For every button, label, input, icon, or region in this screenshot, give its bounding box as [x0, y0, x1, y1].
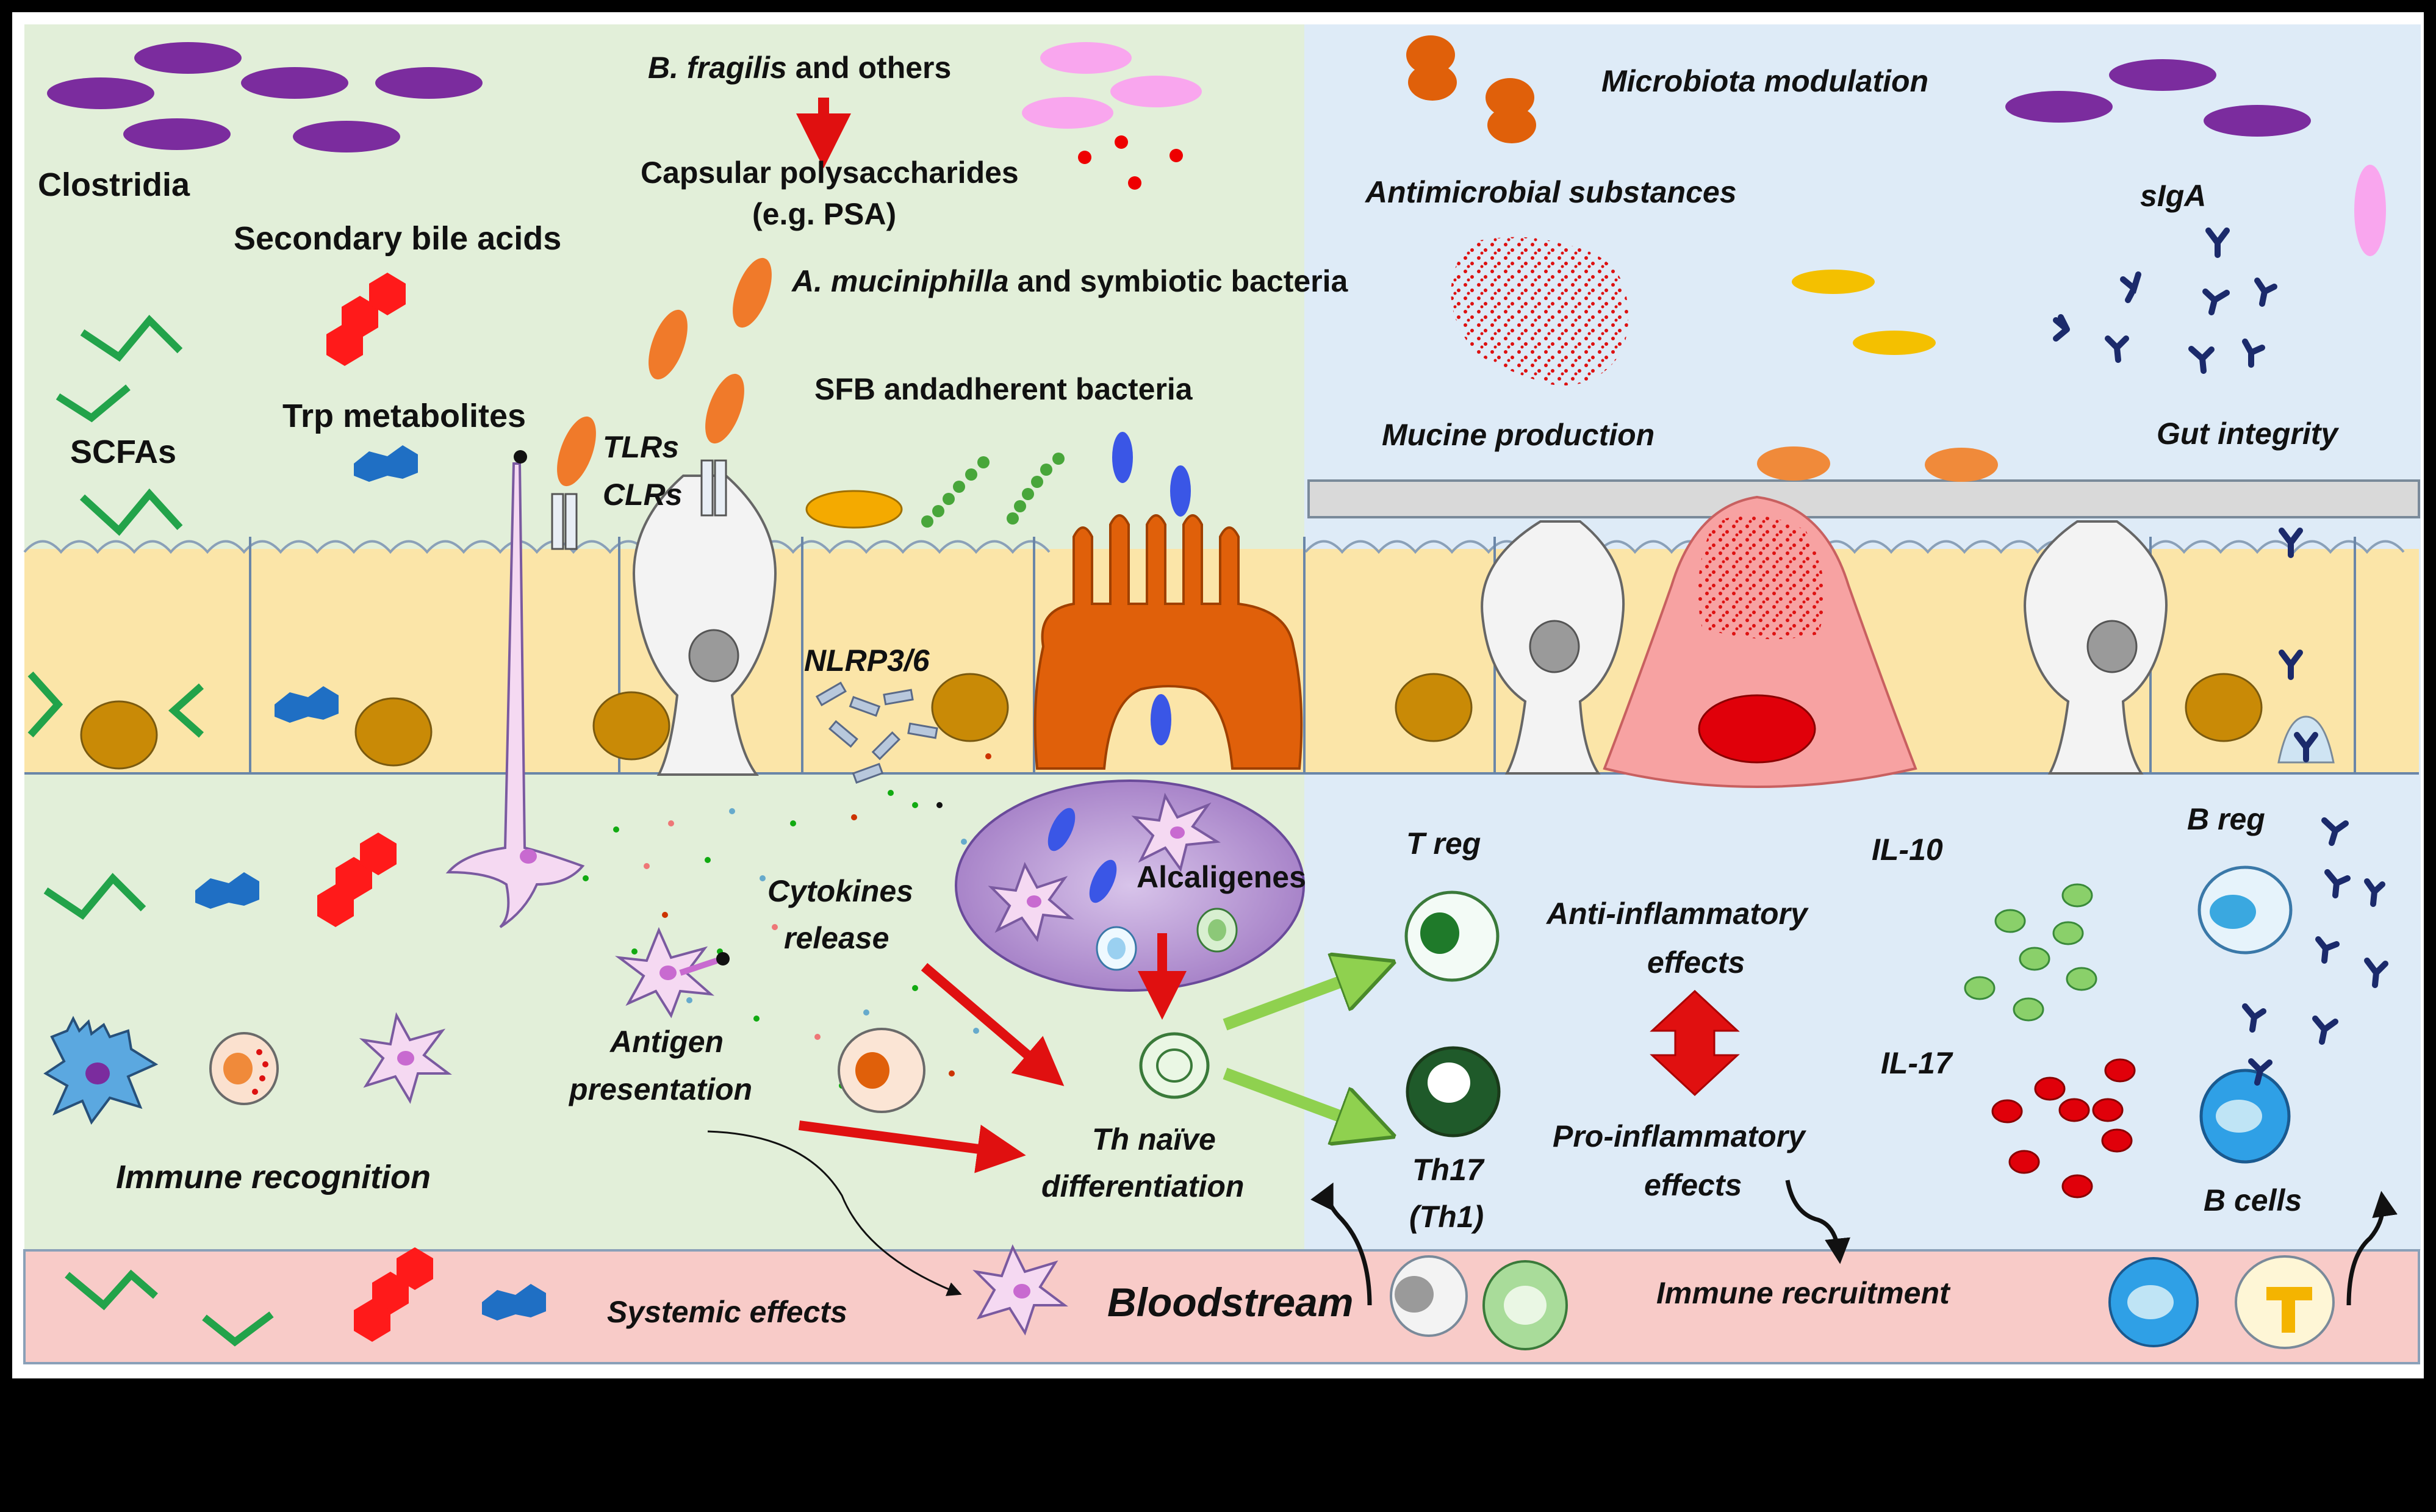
cytokines-release-label-2: release: [784, 921, 889, 955]
il10-label: IL-10: [1872, 833, 1943, 867]
scfa-icon: [27, 315, 274, 1347]
siga-label: sIgA: [2140, 179, 2206, 213]
lymphoid-follicle: [955, 779, 1305, 992]
nlrp-label: NLRP3/6: [804, 643, 930, 678]
transcytosis-antibody: [2277, 715, 2335, 764]
clostridia-bacteria: [47, 42, 2311, 152]
th-naive-label-2: differentiation: [1041, 1169, 1244, 1203]
anti-inflammatory-label: Anti-inflammatory: [1545, 897, 1809, 931]
il17-dots: [1991, 1058, 2136, 1198]
antigen-presentation-label: Antigen: [609, 1025, 724, 1059]
dendritic-cell-sampling: [445, 450, 585, 928]
migration-arrow: [707, 1130, 962, 1296]
antigen-particle: [716, 952, 730, 966]
siga-bacterium: [2354, 165, 2386, 256]
il17-label: IL-17: [1881, 1046, 1953, 1080]
naive-t-cell: [1139, 1032, 1210, 1099]
b-cells-label: B cells: [2204, 1183, 2302, 1217]
tlr-receptor: [551, 459, 727, 550]
gut-integrity-label: Gut integrity: [2157, 417, 2339, 451]
antigen-presentation-label-2: presentation: [568, 1072, 752, 1106]
alcaligenes-label: Alcaligenes: [1137, 860, 1306, 894]
microbiota-modulation-label: Microbiota modulation: [1601, 64, 1928, 98]
immune-recruitment-label: Immune recruitment: [1656, 1276, 1951, 1310]
filamentous-bacteria: [921, 453, 1065, 528]
sfb-label: SFB andadherent bacteria: [814, 372, 1193, 406]
b-fragilis-label: B. fragilis and others: [648, 51, 951, 85]
b-fragilis-bacteria: [1022, 42, 1202, 129]
systemic-effects-label: Systemic effects: [607, 1295, 847, 1329]
pro-inflammatory-label: Pro-inflammatory: [1553, 1119, 1806, 1153]
clostridia-label: Clostridia: [38, 167, 190, 203]
a-muciniphila-label: A. muciniphilla and symbiotic bacteria: [791, 264, 1349, 298]
antimicrobial-cloud: [1451, 237, 1629, 385]
cytokine-dots: [583, 753, 991, 1101]
capsular-polysaccharides-label: Capsular polysaccharides: [641, 156, 1019, 190]
adherent-bacteria: [1112, 432, 1191, 745]
red-arrow: [798, 933, 1187, 1173]
il10-dots: [1964, 883, 2097, 1022]
treg-cell: [1404, 890, 1500, 982]
trp-metabolites-label: Trp metabolites: [282, 398, 526, 434]
orange-bacteria-pair: [1406, 35, 1536, 143]
antigen-mhc: [679, 958, 718, 976]
antimicrobial-substances-label: Antimicrobial substances: [1364, 175, 1737, 209]
mucus-layer: [1307, 479, 2420, 518]
mucine-production-label: Mucine production: [1382, 418, 1655, 452]
th-naive-label: Th naïve: [1092, 1122, 1216, 1156]
immune-recognition-label: Immune recognition: [116, 1159, 431, 1195]
recruitment-arrow: [1310, 1180, 2398, 1306]
capsular-polysaccharides-example: (e.g. PSA): [752, 197, 896, 231]
scfas-label: SCFAs: [70, 434, 176, 470]
paneth-cell: [1603, 495, 1917, 789]
microfold-cell: [1033, 514, 1303, 770]
double-red-arrow: [1650, 989, 1740, 1097]
treg-label: T reg: [1406, 826, 1481, 861]
nucleus: [80, 673, 2263, 770]
cytokines-release-label: Cytokines: [767, 874, 913, 908]
b-cell: [2199, 1069, 2291, 1164]
secondary-bile-acids-label: Secondary bile acids: [234, 220, 561, 257]
sfb-bacterium: [805, 490, 903, 529]
a-muciniphila-bacteria: [557, 257, 772, 487]
mucus-bacteria: [1757, 446, 1998, 482]
antibody-icon: [2053, 228, 2388, 1086]
tlrs-label: TLRs: [603, 430, 679, 464]
macrophage-icon: [43, 1016, 159, 1125]
bloodstream-label: Bloodstream: [1107, 1280, 1353, 1325]
yellow-bacteria: [1792, 270, 1936, 355]
breg-label: B reg: [2187, 802, 2265, 836]
th17-cell: [1406, 1046, 1501, 1138]
breg-cell: [2197, 865, 2293, 955]
bile-acid-icon: [317, 273, 433, 1342]
blood-cell-icon: [1390, 1255, 2335, 1350]
clrs-label: CLRs: [603, 478, 683, 512]
pro-inflammatory-label-2: effects: [1644, 1168, 1742, 1202]
inflammasome-particles: [815, 681, 938, 784]
anti-inflammatory-label-2: effects: [1647, 945, 1745, 980]
monocyte-icon: [838, 1028, 925, 1113]
green-arrow: [1223, 970, 1373, 1128]
th17-label: Th17: [1412, 1153, 1485, 1187]
th17-label-2: (Th1): [1409, 1200, 1484, 1234]
trp-metabolite-icon: [195, 445, 546, 1320]
mast-cell-icon: [209, 1032, 279, 1105]
psa-dots: [1078, 135, 1183, 190]
